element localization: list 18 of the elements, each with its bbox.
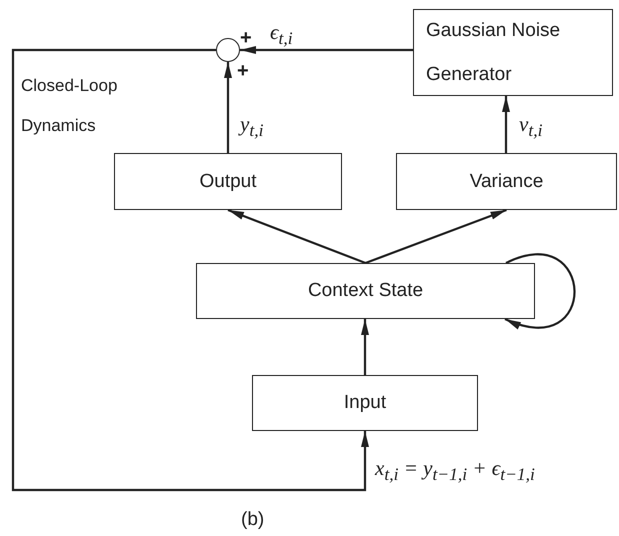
arrow <box>12 48 369 492</box>
process-box: Context State <box>196 263 535 319</box>
plus-sign: + <box>237 61 249 81</box>
loop-label: Closed-Loop Dynamics <box>21 75 118 137</box>
arrow <box>224 62 232 153</box>
arrow <box>365 208 507 264</box>
arrow <box>361 319 369 375</box>
self-loop-arrow <box>504 254 576 328</box>
arrow <box>502 96 510 153</box>
process-box: Variance <box>396 153 617 210</box>
arrow <box>228 208 366 264</box>
process-box: Input <box>252 375 478 431</box>
arrow <box>240 46 413 54</box>
process-box: Output <box>114 153 342 210</box>
summing-junction <box>216 38 240 62</box>
process-box: Gaussian Noise Generator <box>413 9 613 96</box>
plus-sign: + <box>240 28 252 48</box>
caption: (b) <box>241 509 264 531</box>
